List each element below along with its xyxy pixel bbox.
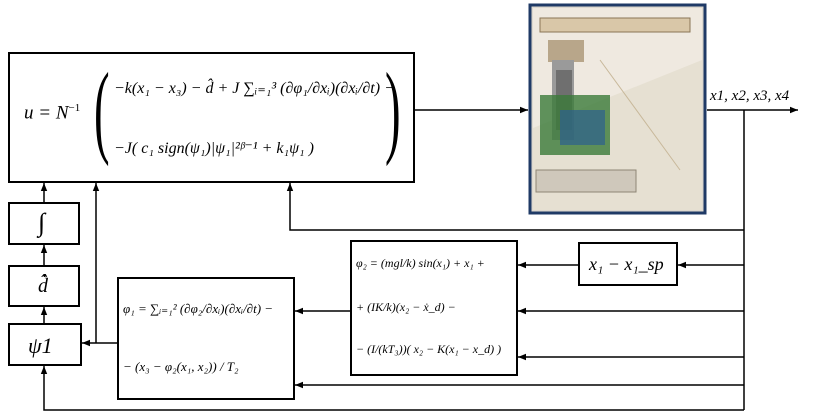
phi1-block: φ₁ = ∑ᵢ₌₁² (∂φ₂/∂xᵢ)(∂xᵢ/∂t) − − (x₃ − φ…	[117, 277, 295, 400]
control-law-row-2: −J( c₁ sign(ψ₁)|ψ₁|²ᵝ⁻¹ + k₁ψ₁ )	[114, 140, 314, 157]
phi2-block: φ₂ = (mgl/k) sin(x₁) + x₁ + + (IK/k)(x₂ …	[350, 240, 518, 376]
phi2-line-3: − (I/(kT₃))( x₂ − K(x₁ − x_d) )	[356, 342, 502, 356]
setpoint-error-text: x₁ − x₁_sp	[589, 254, 664, 274]
phi1-line-1: φ₁ = ∑ᵢ₌₁² (∂φ₂/∂xᵢ)(∂xᵢ/∂t) −	[123, 301, 274, 316]
output-state-label: x1, x2, x3, x4	[710, 88, 790, 104]
control-law-lhs: u = N−1	[24, 102, 80, 124]
setpoint-error-block: x₁ − x₁_sp	[578, 242, 678, 286]
psi-block: ψ1	[8, 323, 82, 366]
phi1-line-2: − (x₃ − φ₂(x₁, x₂)) / T₂	[123, 359, 239, 374]
robot-photo	[528, 3, 707, 215]
phi2-line-1: φ₂ = (mgl/k) sin(x₁) + x₁ +	[356, 256, 485, 270]
psi-label: ψ1	[28, 333, 53, 358]
signal-wires	[40, 106, 798, 411]
control-law-paren-close: )	[385, 52, 401, 167]
integrator-label: ∫	[38, 208, 46, 237]
dhat-block: d̂̇	[8, 265, 80, 307]
integrator-block: ∫	[8, 202, 80, 245]
control-law-row-1: −k(x₁ − x₃) − d̂ + J ∑ᵢ₌₁³ (∂φ₁/∂xᵢ)(∂xᵢ…	[114, 80, 395, 97]
phi2-line-2: + (IK/k)(x₂ − ẋ_d) −	[356, 300, 456, 314]
dhat-label: d̂̇	[38, 275, 48, 297]
control-law-inverse: −1	[68, 102, 81, 114]
control-law-lhs-text: u = N	[24, 102, 69, 124]
control-law-paren: (	[94, 52, 110, 167]
control-law-block: u = N−1 ( −k(x₁ − x₃) − d̂ + J ∑ᵢ₌₁³ (∂φ…	[8, 52, 415, 183]
